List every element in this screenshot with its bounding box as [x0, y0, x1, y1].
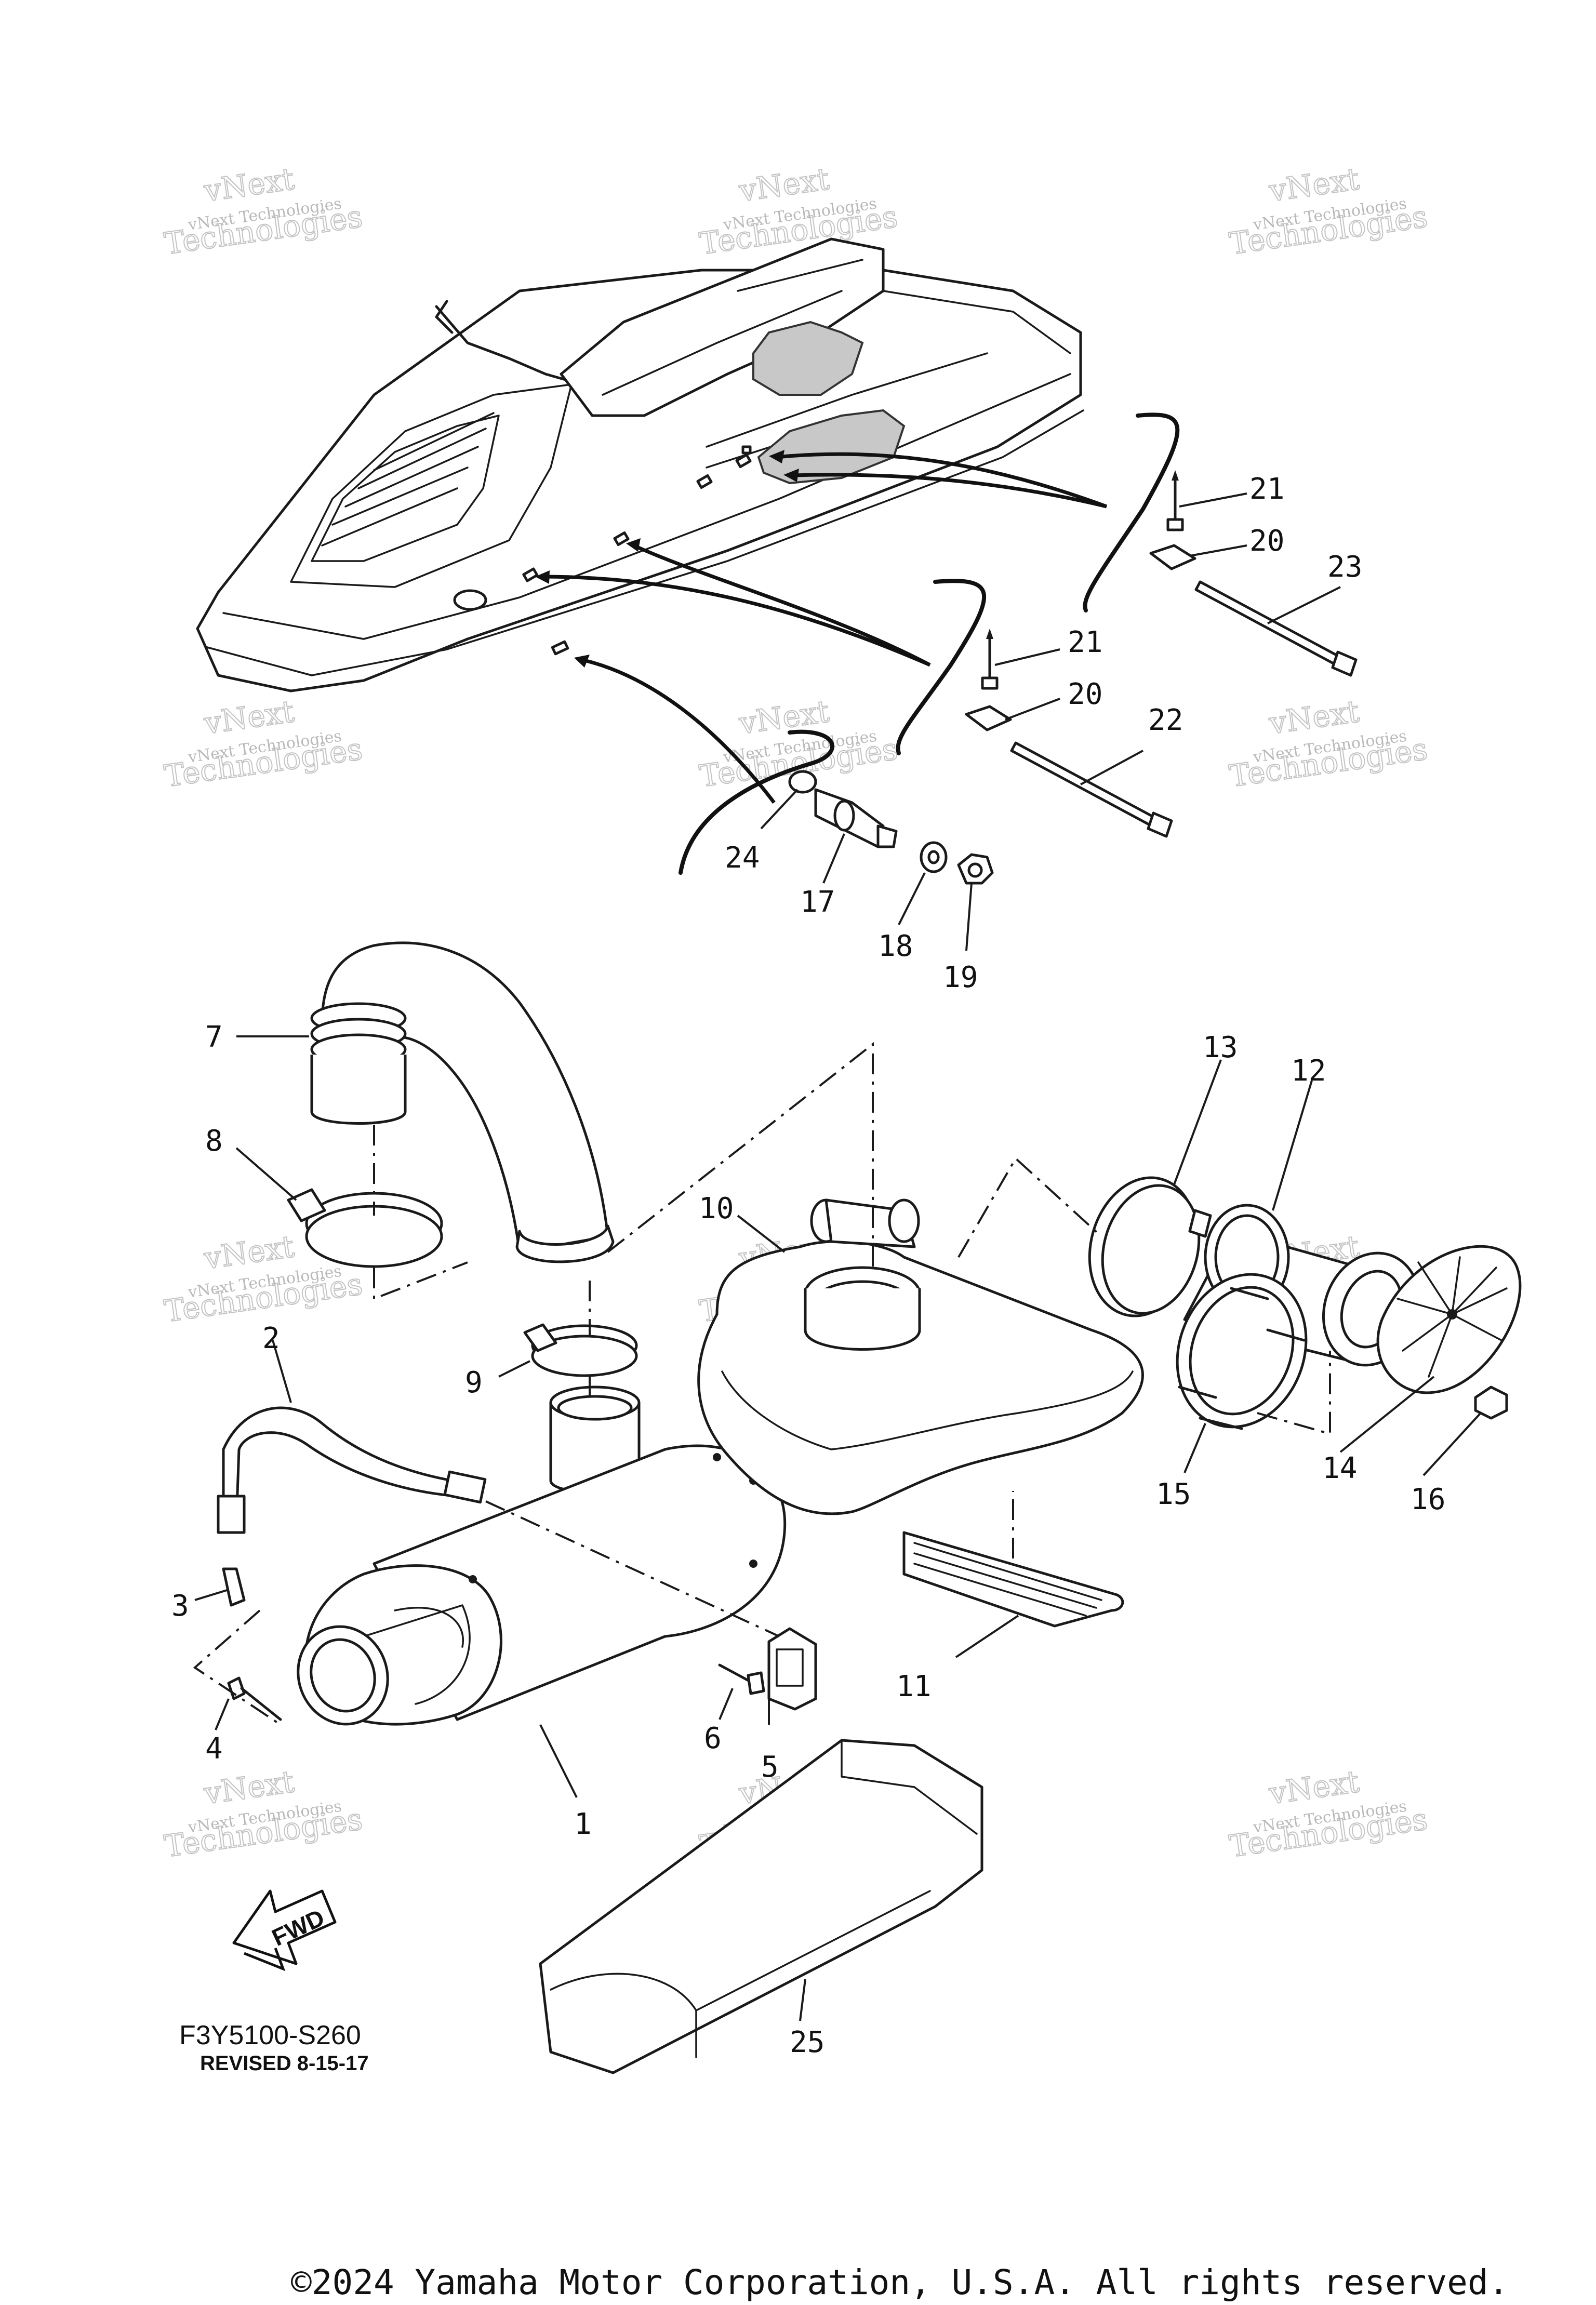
watermark: vNext Technologies vNext Technologies [1227, 1763, 1430, 1864]
watermark: vNext Technologies vNext Technologies [1227, 693, 1430, 794]
muffler-location-shading [757, 409, 906, 485]
callout-21-lower: 21 [1068, 625, 1102, 659]
heat-shield-pad [902, 1531, 1124, 1628]
watermark: vNext Technologies vNext Technologies [1227, 161, 1430, 262]
sensor-assembly [788, 770, 994, 885]
callout-5: 5 [761, 1750, 779, 1784]
callout-10: 10 [699, 1192, 734, 1225]
watermark: vNext Technologies vNext Technologies [162, 161, 365, 262]
leader-lines [194, 492, 1482, 2021]
callout-9: 9 [465, 1366, 483, 1400]
hose-clamp [523, 1323, 638, 1377]
fwd-arrow-icon: FWD [232, 1889, 337, 1971]
svg-text:vNext: vNext [1267, 1764, 1362, 1811]
detail-bracket [1083, 412, 1180, 612]
callout-16: 16 [1411, 1483, 1445, 1516]
callout-8: 8 [205, 1124, 223, 1158]
grommet [965, 705, 1012, 731]
water-box [697, 1198, 1144, 1515]
watermark: vNext Technologies vNext Technologies [697, 161, 900, 262]
svg-text:vNext: vNext [1267, 694, 1362, 741]
rivet [718, 1663, 765, 1695]
location-arrows [535, 450, 1108, 804]
svg-text:vNext: vNext [202, 1764, 297, 1811]
svg-text:vNext: vNext [202, 1229, 297, 1276]
muffler [297, 1385, 787, 1726]
revision-note: REVISED 8-15-17 [200, 2052, 369, 2075]
watercraft-hull-illustration [196, 237, 1084, 692]
callout-2: 2 [262, 1322, 280, 1355]
hose-clamp [287, 1188, 443, 1268]
callout-23: 23 [1327, 550, 1362, 584]
detail-bracket [896, 579, 987, 755]
svg-text:vNext: vNext [1267, 161, 1362, 209]
rivet [981, 629, 999, 690]
nut [1474, 1385, 1508, 1420]
callout-12: 12 [1291, 1054, 1326, 1088]
callout-6: 6 [704, 1722, 722, 1755]
callout-18: 18 [878, 929, 913, 963]
callout-19: 19 [943, 961, 978, 994]
svg-text:vNext: vNext [202, 161, 297, 209]
exhaust-pipe [310, 941, 615, 1263]
reference-code: F3Y5100-S260 [179, 2020, 361, 2050]
callout-22: 22 [1148, 703, 1183, 737]
callout-15: 15 [1156, 1477, 1191, 1511]
assembly-lines [193, 1042, 1331, 1726]
watermark: vNext Technologies vNext Technologies [162, 693, 365, 794]
callout-3: 3 [171, 1589, 189, 1623]
muffler-cover [539, 1739, 983, 2074]
svg-text:vNext: vNext [737, 161, 832, 209]
bracket-plate [767, 1627, 817, 1711]
cable-tie [1010, 741, 1173, 838]
callout-labels: 1 2 3 4 5 6 7 8 9 10 11 12 13 14 15 16 1… [171, 472, 1445, 2059]
callout-20-upper: 20 [1249, 524, 1284, 558]
rivet [1166, 470, 1184, 531]
callout-25: 25 [790, 2026, 824, 2059]
rivet [227, 1676, 282, 1721]
watermark: vNext Technologies vNext Technologies [162, 1763, 365, 1864]
muffler-strap [217, 1406, 487, 1534]
cover-plate [1376, 1245, 1522, 1394]
hose-clamp [1088, 1176, 1212, 1317]
bracket [222, 1567, 246, 1607]
muffler-location-shading [752, 321, 864, 396]
flange-ring [1176, 1273, 1308, 1430]
callout-17: 17 [800, 885, 835, 919]
callout-20-lower: 20 [1068, 677, 1102, 711]
copyright-notice: ©2024 Yamaha Motor Corporation, U.S.A. A… [291, 2262, 1509, 2302]
callout-13: 13 [1203, 1031, 1238, 1064]
callout-11: 11 [896, 1670, 931, 1703]
cable-tie [1194, 580, 1358, 677]
detail-bracket [679, 729, 835, 875]
callout-21-upper: 21 [1249, 472, 1284, 506]
grommet [1149, 544, 1196, 570]
callout-1: 1 [574, 1807, 592, 1841]
callout-4: 4 [205, 1732, 223, 1766]
callout-24: 24 [725, 841, 760, 875]
callout-7: 7 [205, 1020, 223, 1054]
callout-14: 14 [1322, 1451, 1357, 1485]
svg-text:vNext: vNext [202, 694, 297, 741]
